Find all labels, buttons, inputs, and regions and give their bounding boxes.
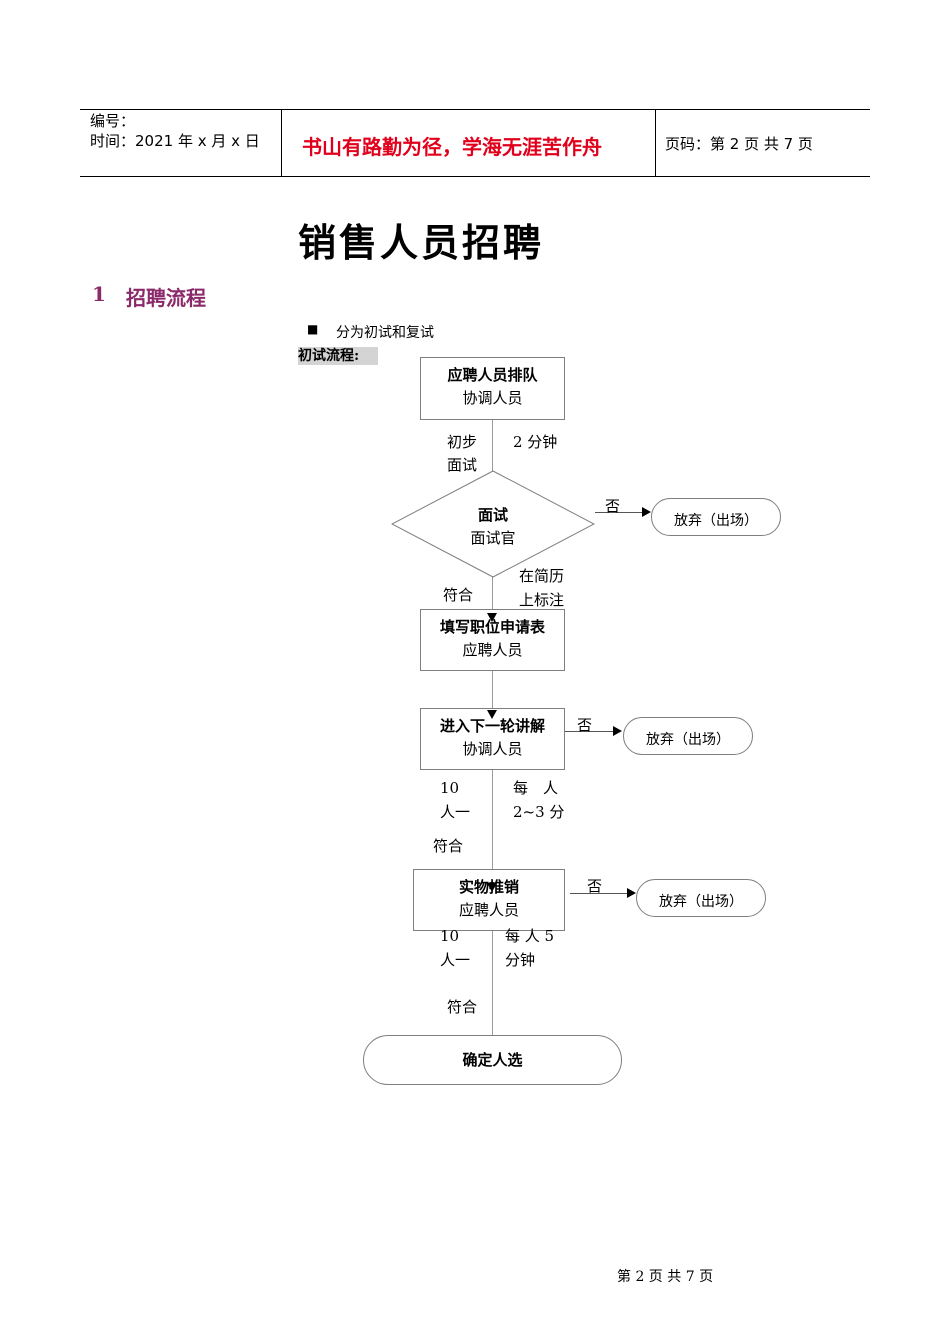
step3-right-1: 每 人 [513,779,559,797]
giveup-3: 放弃（出场） [636,879,766,917]
step3-right-2: 2~3 分 [513,803,565,821]
step3-left-3: 组 [440,824,480,828]
header-number: 编号： [90,112,136,130]
decision-no-line [595,512,643,513]
step3-left-2: 人一 [440,803,471,821]
step-application-title: 填写职位申请表 [439,618,545,636]
page-title: 销售人员招聘 [298,221,545,265]
step3-yes-label: 符合 [433,837,464,855]
giveup-3-label: 放弃（出场） [659,894,743,910]
decision-yes-label: 符合 [443,586,474,604]
decision-no-label: 否 [605,497,621,515]
step-product-sales-role: 应聘人员 [458,901,519,919]
section-number: 1 [92,282,106,306]
footer-page-number: 第 2 页 共 7 页 [617,1269,714,1285]
step-queue-role: 协调人员 [462,389,523,407]
header-page-label: 页码：第 2 页 共 7 页 [665,135,813,153]
step1-label-left-1: 初步 [447,433,478,451]
step3-no-line [565,731,615,732]
step4-no-label: 否 [587,877,603,895]
final-decision: 确定人选 [363,1035,622,1085]
step3-left-labels: 10 人一 组 [440,776,480,828]
step3-no-arrow [613,726,622,736]
step2-arrow [487,613,497,622]
step-queue: 应聘人员排队 协调人员 [420,357,565,420]
giveup-1-label: 放弃（出场） [674,513,758,529]
step4-yes-label: 符合 [447,998,478,1016]
header-bottom-rule [80,176,870,177]
header-top-rule [80,109,870,110]
decision-role: 面试官 [470,529,516,547]
step-next-round-role: 协调人员 [462,740,523,758]
decision-diamond [391,470,595,578]
bullet-text: 分为初试和复试 [336,325,434,341]
header-divider-1 [281,110,282,176]
step4-right-1: 每 人 5 [505,927,555,945]
step1-label-left-2: 面试 [447,456,478,474]
giveup-2: 放弃（出场） [623,717,753,755]
step4-left-3: 组 [440,972,480,976]
step4-left-2: 人一 [440,951,471,969]
step-queue-title: 应聘人员排队 [447,366,538,384]
header-time: 时间：2021 年 x 月 x 日 [90,132,260,150]
decision-note-2: 上标注 [519,591,565,609]
decision-no-arrow [642,507,651,517]
step-product-sales: 实物推销 应聘人员 [413,869,565,931]
step4-right-2: 分钟 [505,951,536,969]
step4-no-arrow [627,888,636,898]
bullet-mark: ■ [307,322,319,336]
step4-arrow [487,883,497,892]
step3-left-1: 10 [440,779,460,797]
step-application-role: 应聘人员 [462,641,523,659]
step3-no-label: 否 [577,716,593,734]
flow-title: 初试流程: [298,347,378,365]
section-title: 招聘流程 [126,286,206,310]
step1-label-right: 2 分钟 [513,433,558,451]
decision-title: 面试 [477,506,508,524]
step4-left-1: 10 [440,927,460,945]
decision-note-1: 在简历 [519,567,565,585]
header-divider-2 [655,110,656,176]
step-next-round-title: 进入下一轮讲解 [439,717,545,735]
step4-left-labels: 10 人一 组 [440,924,480,976]
giveup-2-label: 放弃（出场） [646,732,730,748]
step4-no-line [570,893,628,894]
step3-arrow [487,710,497,719]
header-motto: 书山有路勤为径，学海无涯苦作舟 [302,135,602,159]
giveup-1: 放弃（出场） [651,498,781,536]
final-decision-label: 确定人选 [462,1051,523,1069]
